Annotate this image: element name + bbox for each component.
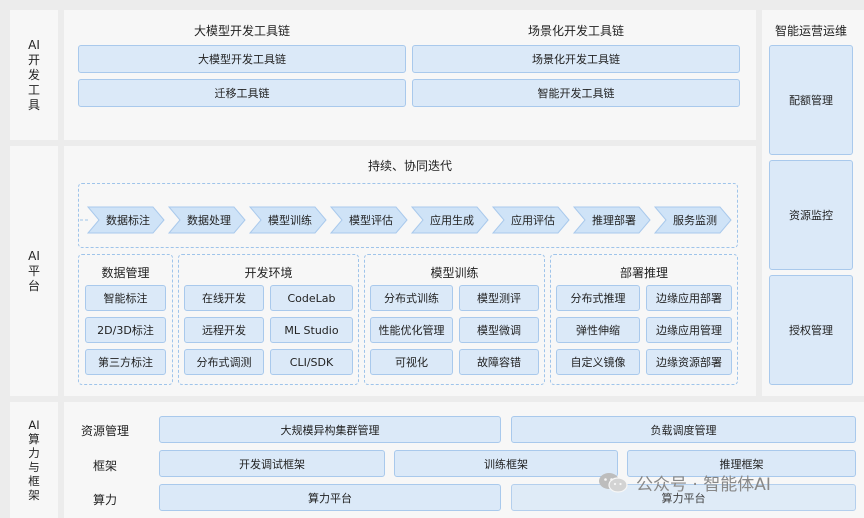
- deploy-item-custom-image[interactable]: 自定义镜像: [556, 349, 640, 375]
- ops-item-quota[interactable]: 配额管理: [769, 45, 853, 155]
- dev-item-mlstudio[interactable]: ML Studio: [270, 317, 353, 343]
- group-dev-env: [178, 254, 359, 385]
- pipeline-step-label-2: 数据处理: [187, 213, 231, 227]
- data-item-third-party[interactable]: 第三方标注: [85, 349, 166, 375]
- dev-item-codelab[interactable]: CodeLab: [270, 285, 353, 311]
- dev-tools-right-box-1[interactable]: 场景化开发工具链: [412, 45, 740, 73]
- iteration-loop: [78, 183, 738, 248]
- train-item-eval[interactable]: 模型测评: [459, 285, 539, 311]
- platform-label-panel: [10, 146, 58, 396]
- resource-cluster-mgmt[interactable]: 大规模异构集群管理: [159, 416, 501, 443]
- ops-title: 智能运营运维: [774, 24, 847, 38]
- dev-item-cli-sdk[interactable]: CLI/SDK: [270, 349, 353, 375]
- pipeline-step-5[interactable]: [410, 206, 489, 234]
- deploy-item-edge-deploy[interactable]: 边缘应用部署: [646, 285, 732, 311]
- compute-label-panel: [10, 402, 58, 518]
- train-item-visualize[interactable]: 可视化: [370, 349, 453, 375]
- group-dev-env-title: 开发环境: [244, 266, 293, 280]
- row-label-resource: 资源管理: [81, 424, 130, 438]
- pipeline-step-label-7: 推理部署: [592, 213, 636, 227]
- pipeline-step-label-6: 应用评估: [511, 213, 555, 227]
- dev-tools-left-title: 大模型开发工具链: [193, 24, 290, 38]
- data-item-2d3d-label[interactable]: 2D/3D标注: [85, 317, 166, 343]
- compute-platform-1[interactable]: 算力平台: [159, 484, 501, 511]
- train-item-fault-tolerance[interactable]: 故障容错: [459, 349, 539, 375]
- framework-inference[interactable]: 推理框架: [627, 450, 856, 477]
- pipeline-step-6[interactable]: [491, 206, 570, 234]
- deploy-item-distributed[interactable]: 分布式推理: [556, 285, 640, 311]
- group-model-training-title: 模型训练: [430, 266, 479, 280]
- dev-tools-label-panel: [10, 10, 58, 140]
- row-label-framework: 框架: [93, 459, 118, 473]
- ops-item-license[interactable]: 授权管理: [769, 275, 853, 385]
- pipeline-step-label-4: 模型评估: [349, 213, 393, 227]
- pipeline-step-label-3: 模型训练: [268, 213, 312, 227]
- dev-tools-right-box-2[interactable]: 智能开发工具链: [412, 79, 740, 107]
- deploy-item-autoscale[interactable]: 弹性伸缩: [556, 317, 640, 343]
- pipeline-step-7[interactable]: [572, 206, 651, 234]
- framework-training[interactable]: 训练框架: [394, 450, 618, 477]
- dev-tools-right-title: 场景化开发工具链: [527, 24, 624, 38]
- dev-tools-label: AI 开 发 工 具: [27, 37, 40, 112]
- group-data-management: [78, 254, 173, 385]
- pipeline-step-4[interactable]: [329, 206, 408, 234]
- ops-item-monitor[interactable]: 资源监控: [769, 160, 853, 270]
- platform-label: AI 平 台: [27, 248, 40, 293]
- pipeline-step-label-5: 应用生成: [430, 213, 474, 227]
- dev-tools-left-box-1[interactable]: 大模型开发工具链: [78, 45, 406, 73]
- dev-tools-panel: [64, 10, 756, 140]
- group-deploy-inference: [550, 254, 738, 385]
- pipeline-step-1[interactable]: [86, 206, 165, 234]
- pipeline-step-label-8: 服务监测: [673, 214, 717, 227]
- dev-item-distributed-debug[interactable]: 分布式调测: [184, 349, 264, 375]
- dev-tools-left-box-2[interactable]: 迁移工具链: [78, 79, 406, 107]
- framework-dev-debug[interactable]: 开发调试框架: [159, 450, 385, 477]
- wechat-icon: [599, 472, 628, 493]
- watermark-text: 公众号 · 智能体AI: [636, 475, 771, 495]
- resource-load-scheduling[interactable]: 负载调度管理: [511, 416, 856, 443]
- watermark: 公众号 · 智能体AI: [598, 470, 771, 495]
- row-label-compute: 算力: [93, 493, 118, 507]
- group-deploy-inference-title: 部署推理: [619, 266, 668, 280]
- pipeline-step-label-1: 数据标注: [106, 213, 150, 227]
- train-item-finetune[interactable]: 模型微调: [459, 317, 539, 343]
- iterate-title: 持续、协同迭代: [367, 159, 452, 173]
- pipeline-step-2[interactable]: [167, 206, 246, 234]
- dev-item-remote[interactable]: 远程开发: [184, 317, 264, 343]
- compute-platform-2[interactable]: 算力平台: [511, 484, 856, 511]
- data-item-smart-label[interactable]: 智能标注: [85, 285, 166, 311]
- pipeline-step-8[interactable]: [653, 206, 732, 234]
- group-model-training: [364, 254, 545, 385]
- group-data-management-title: 数据管理: [101, 266, 150, 280]
- compute-label: AI 算 力 与 框 架: [28, 418, 40, 502]
- train-item-perf[interactable]: 性能优化管理: [370, 317, 453, 343]
- train-item-distributed[interactable]: 分布式训练: [370, 285, 453, 311]
- dev-item-online[interactable]: 在线开发: [184, 285, 264, 311]
- deploy-item-edge-manage[interactable]: 边缘应用管理: [646, 317, 732, 343]
- deploy-item-edge-resource[interactable]: 边缘资源部署: [646, 349, 732, 375]
- pipeline-step-3[interactable]: [248, 206, 327, 234]
